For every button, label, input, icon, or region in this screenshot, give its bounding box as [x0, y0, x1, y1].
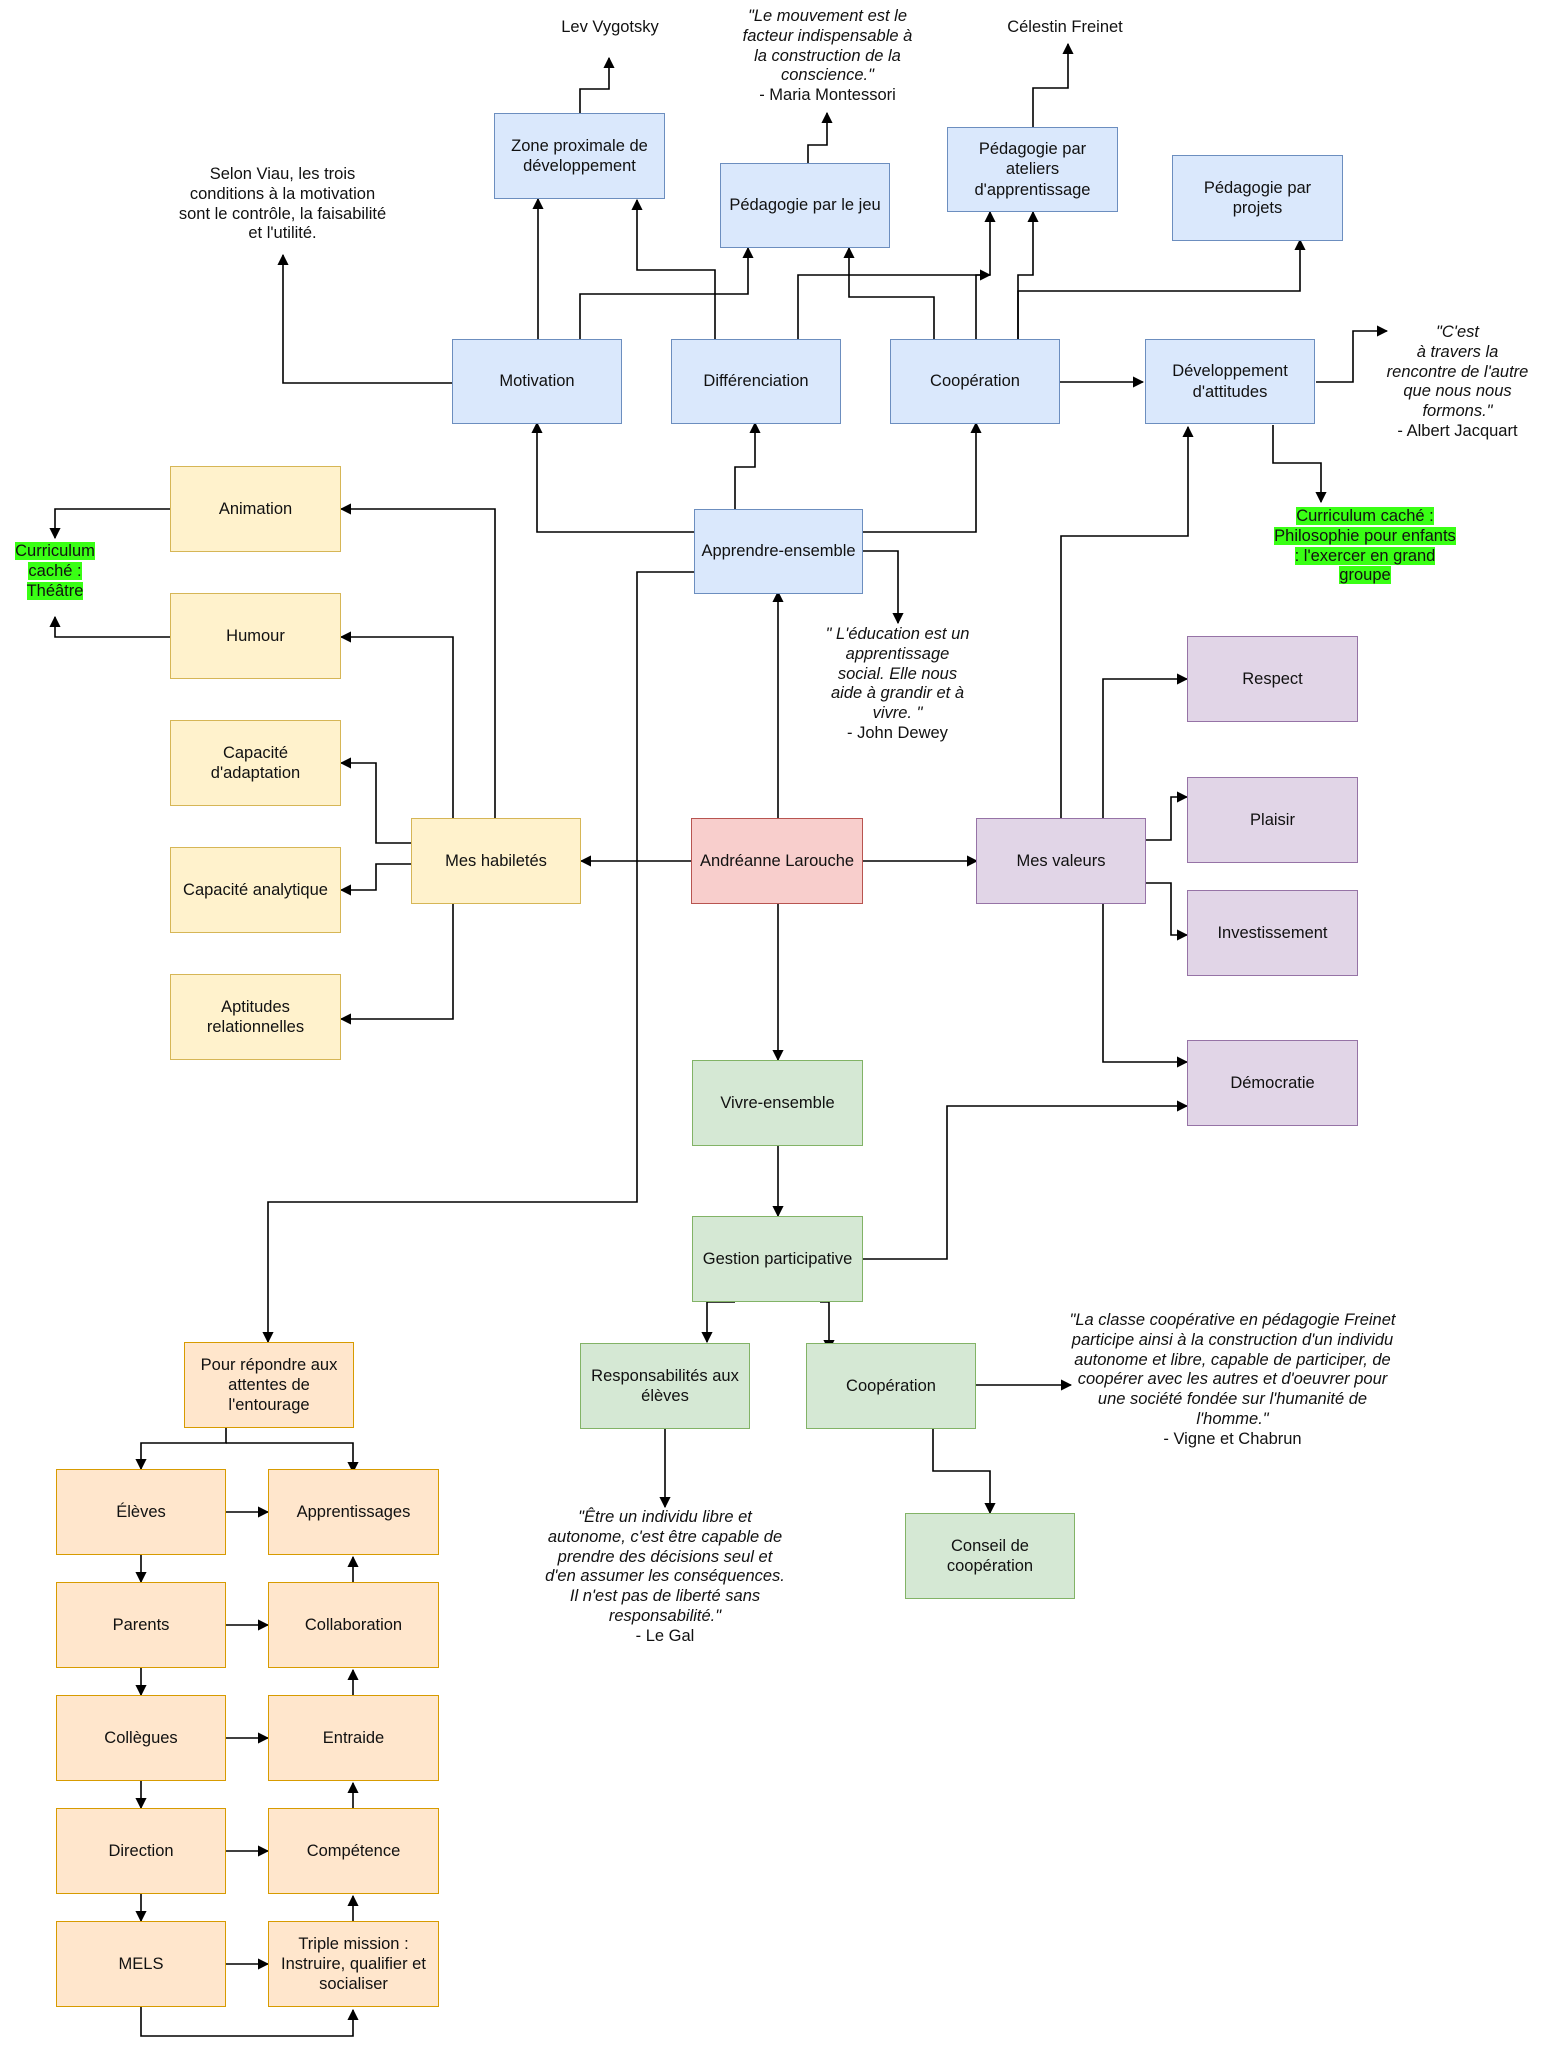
edge-valeurs-plaisir [1146, 791, 1189, 841]
edge-gestion-responsabilites [701, 1301, 735, 1344]
entourage-node[interactable]: Pour répondre aux attentes de l'entourag… [184, 1342, 354, 1428]
edge-cooperation-jeu [843, 246, 935, 339]
edge-valeurs-investissement [1146, 882, 1189, 941]
pedagogie-ateliers-node[interactable]: Pédagogie par ateliers d'apprentissage [947, 127, 1118, 212]
respect-node[interactable]: Respect [1187, 636, 1358, 722]
freinet-text: Célestin Freinet [1007, 18, 1123, 36]
capacite-adaptation-node[interactable]: Capacité d'adaptation [170, 720, 341, 806]
cooperation-vivre-node[interactable]: Coopération [806, 1343, 976, 1429]
collegues-node[interactable]: Collègues [56, 1695, 226, 1781]
edge-apprendre-differenciation [734, 421, 761, 509]
edge-gestion-cooperation [820, 1301, 835, 1352]
conseil-cooperation-node[interactable]: Conseil de coopération [905, 1513, 1075, 1599]
direction-node[interactable]: Direction [56, 1808, 226, 1894]
plaisir-node[interactable]: Plaisir [1187, 777, 1358, 863]
aptitudes-relationnelles-node[interactable]: Aptitudes relationnelles [170, 974, 341, 1060]
vygotsky-label: Lev Vygotsky [540, 18, 680, 38]
motivation-node[interactable]: Motivation [452, 339, 622, 424]
edge-gestion-democratie [863, 1100, 1189, 1260]
edge-apprendre-cooperation [863, 421, 982, 533]
legal-author: - Le Gal [635, 1626, 695, 1645]
legal-quote: "Être un individu libre et autonome, c'e… [525, 1508, 805, 1647]
dewey-quote: " L'éducation est un apprentissage socia… [800, 625, 995, 744]
edge-valeurs-democratie [1102, 904, 1189, 1068]
legal-quote-text: "Être un individu libre et autonome, c'e… [545, 1508, 785, 1625]
humour-node[interactable]: Humour [170, 593, 341, 679]
eleves-node[interactable]: Élèves [56, 1469, 226, 1555]
curriculum-theatre-text: Curriculum caché : Théâtre [15, 542, 95, 600]
viau-text: Selon Viau, les trois conditions à la mo… [178, 165, 387, 243]
edge-developpement-philo [1272, 425, 1327, 504]
vivre-ensemble-node[interactable]: Vivre-ensemble [692, 1060, 863, 1146]
edge-animation-theatre [49, 508, 170, 540]
montessori-quote-text: "Le mouvement est le facteur indispensab… [742, 7, 913, 85]
animation-node[interactable]: Animation [170, 466, 341, 552]
curriculum-philo-text: Curriculum caché : Philosophie pour enfa… [1274, 507, 1456, 585]
responsabilites-eleves-node[interactable]: Responsabilités aux élèves [580, 1343, 750, 1429]
edge-differenciation-ateliers [797, 269, 992, 339]
curriculum-theatre: Curriculum caché : Théâtre [6, 542, 104, 601]
center-node[interactable]: Andréanne Larouche [691, 818, 863, 904]
edge-developpement-jacquart [1316, 325, 1389, 383]
edge-habiletes-aptitudes [339, 904, 454, 1025]
montessori-author: - Maria Montessori [759, 86, 896, 105]
curriculum-philo: Curriculum caché : Philosophie pour enfa… [1250, 507, 1480, 586]
pedagogie-projets-node[interactable]: Pédagogie par projets [1172, 155, 1343, 241]
gestion-participative-node[interactable]: Gestion participative [692, 1216, 863, 1302]
parents-node[interactable]: Parents [56, 1582, 226, 1668]
capacite-analytique-node[interactable]: Capacité analytique [170, 847, 341, 933]
zone-proximale-node[interactable]: Zone proximale de développement [494, 113, 665, 199]
jacquart-quote: "C'est à travers la rencontre de l'autre… [1375, 323, 1540, 442]
apprentissages-node[interactable]: Apprentissages [268, 1469, 439, 1555]
entraide-node[interactable]: Entraide [268, 1695, 439, 1781]
edge-humour-theatre [49, 615, 170, 638]
edge-jeu-montessori [807, 111, 833, 163]
edge-valeurs-developpement [1060, 425, 1194, 820]
edge-motivation-viau [277, 253, 452, 384]
competence-node[interactable]: Compétence [268, 1808, 439, 1894]
dewey-quote-text: " L'éducation est un apprentissage socia… [825, 625, 970, 723]
edge-apprendre-dewey [863, 550, 904, 625]
edge-habiletes-humour [339, 631, 454, 820]
edge-entourage-eleves [135, 1428, 227, 1471]
cooperation-node[interactable]: Coopération [890, 339, 1060, 424]
developpement-attitudes-node[interactable]: Développement d'attitudes [1145, 339, 1315, 424]
differenciation-node[interactable]: Différenciation [671, 339, 841, 424]
edge-mels-triple-bottom [140, 2007, 359, 2037]
viau-note: Selon Viau, les trois conditions à la mo… [160, 165, 405, 244]
edge-differenciation-zpd [631, 198, 716, 339]
apprendre-ensemble-node[interactable]: Apprendre-ensemble [694, 509, 863, 594]
democratie-node[interactable]: Démocratie [1187, 1040, 1358, 1126]
vygotsky-text: Lev Vygotsky [561, 18, 659, 36]
dewey-author: - John Dewey [847, 723, 948, 742]
mels-node[interactable]: MELS [56, 1921, 226, 2007]
mes-habiletes-node[interactable]: Mes habiletés [411, 818, 581, 904]
pedagogie-jeu-node[interactable]: Pédagogie par le jeu [720, 163, 890, 248]
edge-habiletes-animation [339, 503, 496, 820]
montessori-quote: "Le mouvement est le facteur indispensab… [715, 7, 940, 106]
mes-valeurs-node[interactable]: Mes valeurs [976, 818, 1146, 904]
edge-ateliers-freinet [1032, 42, 1074, 127]
edge-habiletes-analytique [339, 863, 411, 896]
edge-motivation-jeu [579, 246, 754, 339]
edge-habiletes-adaptation [339, 757, 411, 844]
jacquart-quote-text: "C'est à travers la rencontre de l'autre… [1386, 323, 1529, 421]
freinet-quote: "La classe coopérative en pédagogie Frei… [1060, 1311, 1405, 1450]
freinet-label: Célestin Freinet [990, 18, 1140, 38]
collaboration-node[interactable]: Collaboration [268, 1582, 439, 1668]
investissement-node[interactable]: Investissement [1187, 890, 1358, 976]
freinet-quote-text: "La classe coopérative en pédagogie Frei… [1069, 1311, 1396, 1428]
edge-cooperation-conseil [932, 1429, 996, 1515]
edge-entourage-apprentissages [226, 1442, 359, 1474]
edge-apprendre-entourage [262, 571, 694, 1344]
edge-zpd-vygotsky [579, 56, 615, 121]
triple-mission-node[interactable]: Triple mission : Instruire, qualifier et… [268, 1921, 439, 2007]
edge-apprendre-motivation [531, 421, 694, 533]
edge-cooperation-ateliers-2 [1017, 210, 1039, 339]
edge-valeurs-respect [1102, 673, 1189, 820]
freinet-author: - Vigne et Chabrun [1163, 1429, 1302, 1448]
edge-cooperation-projets [1017, 238, 1306, 339]
jacquart-author: - Albert Jacquart [1397, 421, 1518, 440]
